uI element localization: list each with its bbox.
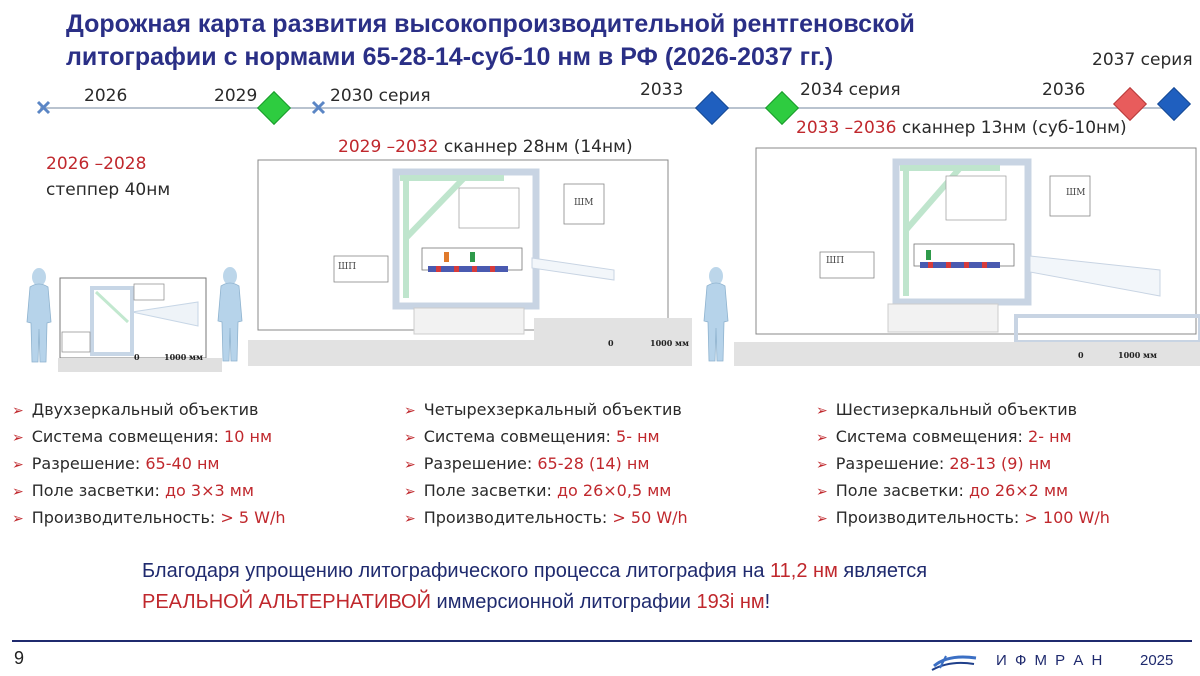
operator-figure-1 [26, 267, 52, 363]
spec-resolution: ➢Разрешение: 65-40 нм [12, 454, 220, 473]
org-name: И Ф М Р А Н [996, 652, 1105, 669]
stage2-specs: ➢Четырехзеркальный объектив ➢Система сов… [404, 396, 688, 531]
spec-objective: ➢Четырехзеркальный объектив [404, 400, 682, 419]
institute-logo [931, 655, 977, 671]
stage2-shp-label: ШП [338, 262, 357, 272]
stage2-caption: 2029 –2032 сканнер 28нм (14нм) [338, 137, 633, 157]
spec-objective: ➢Двухзеркальный объектив [12, 400, 259, 419]
stage3-shp-label: ШП [826, 256, 845, 266]
stage2-shm-label: ШМ [574, 198, 594, 208]
year-2026: 2026 [84, 86, 128, 106]
year-2030: 2030 серия [330, 86, 431, 106]
x-marker-2030 [311, 100, 326, 115]
spec-alignment: ➢Система совмещения: 10 нм [12, 427, 273, 446]
year-2036: 2036 [1042, 80, 1086, 100]
operator-figure-3 [703, 266, 729, 362]
conclusion-line-1: Благодаря упрощению литографического про… [142, 560, 928, 582]
stage3-caption: 2033 –2036 сканнер 13нм (суб-10нм) [796, 118, 1127, 138]
spec-alignment: ➢Система совмещения: 2- нм [816, 427, 1072, 446]
conclusion-line-2: РЕАЛЬНОЙ АЛЬТЕРНАТИВОЙ иммерсионной лито… [142, 591, 771, 613]
stage1-specs: ➢Двухзеркальный объектив ➢Система совмещ… [12, 396, 286, 531]
operator-figure-2 [217, 266, 243, 362]
page-number: 9 [14, 648, 25, 668]
spec-field: ➢Поле засветки: до 26×2 мм [816, 481, 1069, 500]
stage3-shm-label: ШМ [1066, 188, 1086, 198]
page-title: Дорожная карта развития высокопроизводит… [66, 8, 1066, 74]
stage2-scale-bar: 1000 мм [650, 338, 689, 348]
year-2034: 2034 серия [800, 80, 901, 100]
spec-resolution: ➢Разрешение: 28-13 (9) нм [816, 454, 1052, 473]
stage3-scale-zero: 0 [1078, 350, 1084, 360]
scanner-28nm-diagram [217, 159, 692, 366]
spec-throughput: ➢Производительность: > 100 W/h [816, 508, 1110, 527]
stage1-scale-zero: 0 [134, 352, 140, 362]
stepper-diagram [26, 267, 222, 372]
title-line-2: литографии с нормами 65-28-14-суб-10 нм … [66, 43, 834, 71]
year-2033: 2033 [640, 80, 684, 100]
spec-resolution: ➢Разрешение: 65-28 (14) нм [404, 454, 650, 473]
year-2029: 2029 [214, 86, 258, 106]
stage2-scale-zero: 0 [608, 338, 614, 348]
year-2037: 2037 серия [1092, 50, 1193, 70]
stage3-scale-bar: 1000 мм [1118, 350, 1157, 360]
scanner-13nm-diagram [703, 147, 1200, 366]
spec-field: ➢Поле засветки: до 26×0,5 мм [404, 481, 672, 500]
footer-year: 2025 [1140, 652, 1174, 669]
spec-throughput: ➢Производительность: > 50 W/h [404, 508, 688, 527]
title-line-1: Дорожная карта развития высокопроизводит… [66, 10, 915, 38]
spec-field: ➢Поле засветки: до 3×3 мм [12, 481, 254, 500]
spec-throughput: ➢Производительность: > 5 W/h [12, 508, 286, 527]
stage1-scale-bar: 1000 мм [164, 352, 203, 362]
footer-divider [12, 640, 1192, 642]
timeline [36, 100, 1180, 115]
stage1-tool: степпер 40нм [46, 180, 171, 200]
spec-objective: ➢Шестизеркальный объектив [816, 400, 1078, 419]
spec-alignment: ➢Система совмещения: 5- нм [404, 427, 660, 446]
x-marker-2026 [36, 100, 51, 115]
stage1-years: 2026 –2028 [46, 154, 147, 174]
stage3-specs: ➢Шестизеркальный объектив ➢Система совме… [816, 396, 1110, 531]
